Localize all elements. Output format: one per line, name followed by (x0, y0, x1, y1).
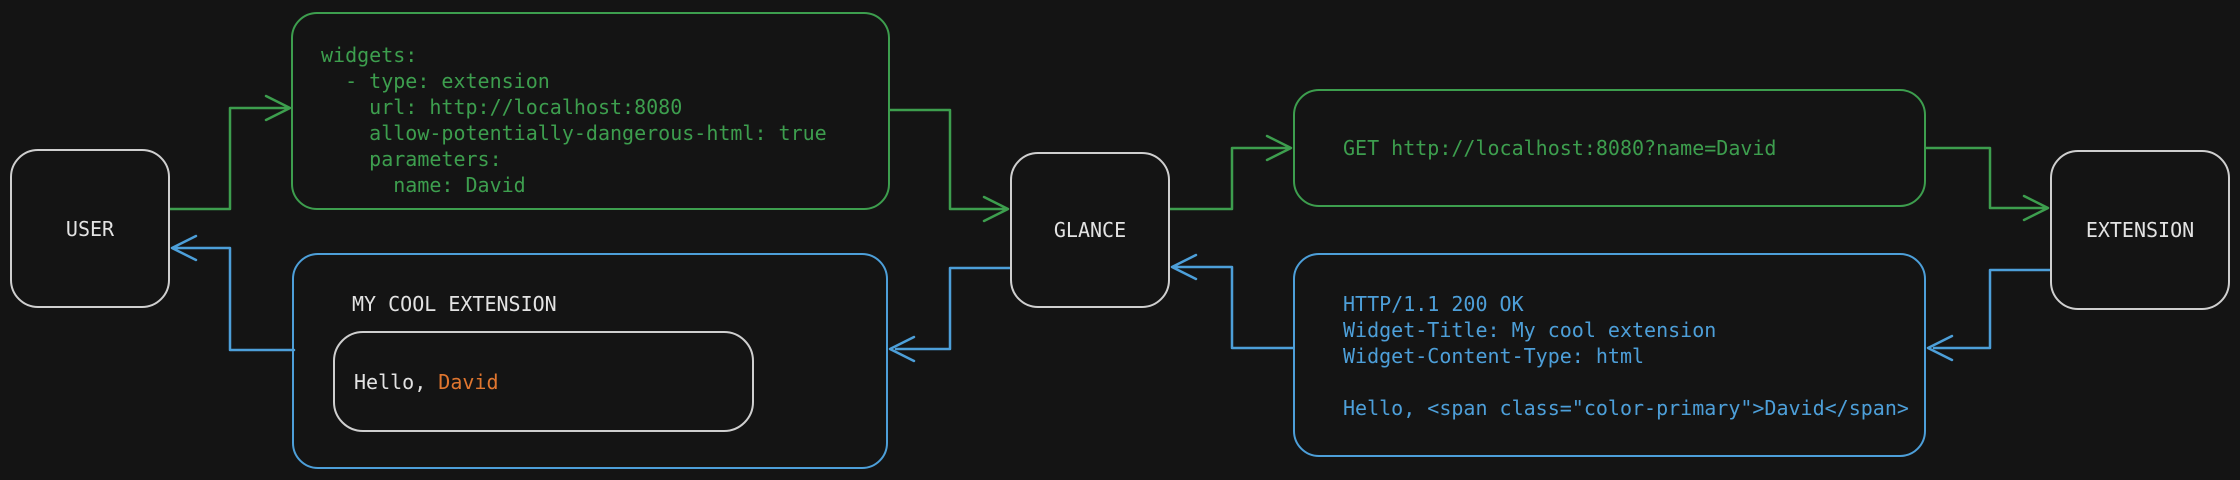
arrow-glance-to-widget (888, 266, 1012, 363)
greeting-name: David (438, 369, 499, 394)
node-glance: GLANCE (1010, 152, 1170, 308)
arrow-user-to-config (168, 94, 292, 211)
http-response-code: HTTP/1.1 200 OK Widget-Title: My cool ex… (1343, 292, 1909, 420)
arrow-request-to-extension (1924, 146, 2050, 222)
node-glance-label: GLANCE (1053, 218, 1127, 242)
node-extension-label: EXTENSION (2085, 218, 2195, 242)
arrow-response-to-glance (1170, 253, 1295, 350)
arrow-config-to-glance (888, 108, 1010, 223)
widget-title: MY COOL EXTENSION (352, 292, 557, 316)
http-response-box: HTTP/1.1 200 OK Widget-Title: My cool ex… (1293, 253, 1926, 457)
greeting-prefix: Hello, (354, 369, 439, 394)
widget-greeting-box: Hello, David (333, 331, 754, 432)
node-user-label: USER (65, 216, 115, 241)
config-yaml-box: widgets: - type: extension url: http://l… (291, 12, 890, 210)
node-user: USER (10, 149, 170, 308)
arrow-glance-to-request (1168, 134, 1293, 211)
config-yaml-code: widgets: - type: extension url: http://l… (321, 43, 827, 197)
arrow-extension-to-response (1926, 268, 2052, 362)
arrow-widget-to-user (170, 234, 296, 352)
widget-preview-box: MY COOL EXTENSION Hello, David (292, 253, 888, 469)
node-extension: EXTENSION (2050, 150, 2230, 310)
http-request-code: GET http://localhost:8080?name=David (1343, 136, 1777, 160)
http-request-box: GET http://localhost:8080?name=David (1293, 89, 1926, 207)
